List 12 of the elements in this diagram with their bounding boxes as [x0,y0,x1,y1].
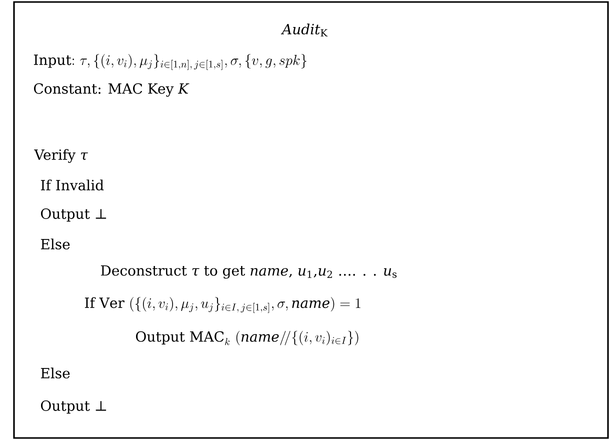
algorithm-line: If Invalid [40,180,104,190]
algorithm-line: Else [40,238,70,250]
algorithm-line: Output ⊥ [40,400,106,414]
algorithm-title: Audit$_{K}$ [280,24,328,36]
algorithm-line: Else [40,368,70,378]
algorithm-line: $\mathrm{If\ Ver}\ (\{(i, v_{i}), \mu_{j}, u_{j}\}_{i \in I,\, j \in [1,s]}, \sigma, \mathit{name}) = 1$ [84,297,360,313]
algorithm-line: Verify τ [34,149,88,163]
algorithm-line: Constant: MAC Key K [34,83,190,97]
algorithm-line: Output ⊥ [40,208,106,222]
algorithm-line: Deconstruct τ to get name, u$_{1}$,u$_{2}$ …. . . u$_{s}$ [100,265,397,279]
algorithm-line: $\mathrm{Input{:}}\ \tau, \{(i, v_{i}), \mu_{j}\}_{i \in [1,n],\, j \in [1,s]}, \sigma, \{v, g, spk\}$ [34,54,306,70]
algorithm-line: $\mathrm{Output\ MAC}_{k}\ (\mathit{name} /\!/ \{(i, v_{i})_{i \in I}\})$ [136,330,358,346]
